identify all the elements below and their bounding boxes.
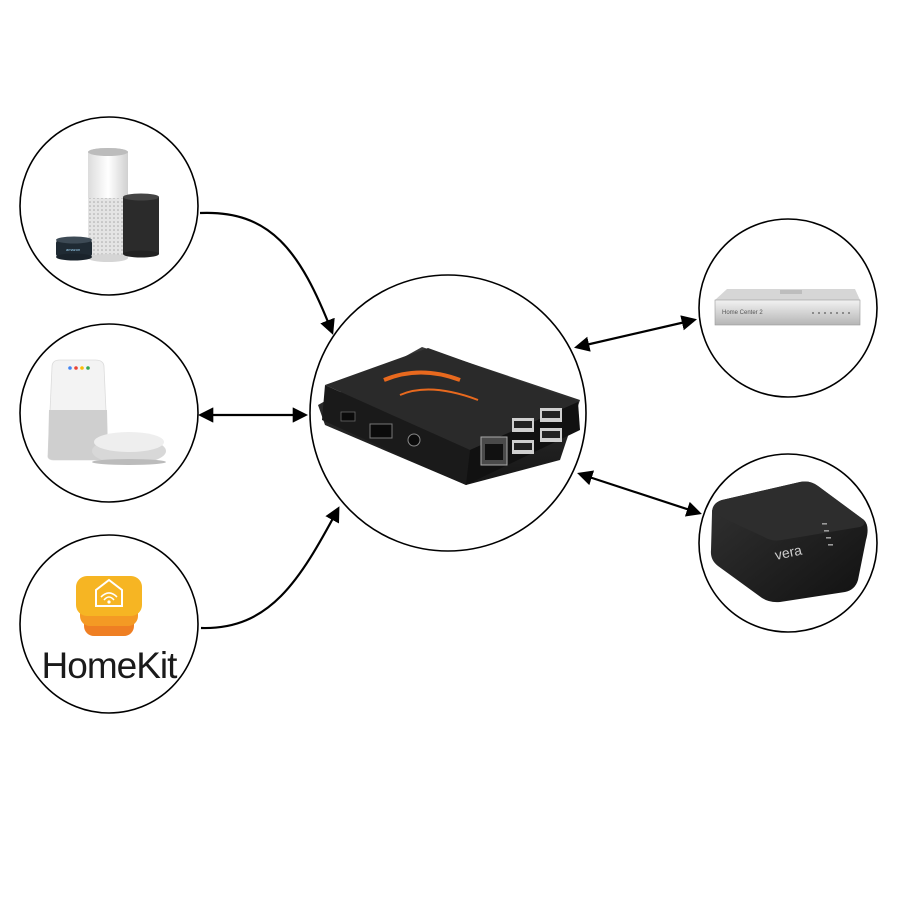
- google-home-icon: [47, 359, 166, 465]
- raspberry-pi-hub-icon: [318, 347, 580, 485]
- vera-label: vera: [773, 542, 803, 563]
- fibaro-label: Home Center 2: [722, 310, 763, 316]
- connections: [197, 211, 702, 630]
- connection-alexa-hub: [199, 211, 335, 335]
- google-node-circle: [19, 323, 199, 503]
- svg-text:amazon: amazon: [66, 247, 80, 252]
- fibaro-home-center-icon: Home Center 2: [714, 289, 861, 326]
- connection-vera-hub: [577, 470, 702, 517]
- amazon-echo-icon: amazon: [56, 148, 159, 262]
- homekit-label: HomeKit: [42, 645, 179, 686]
- vera-controller-icon: vera: [710, 481, 868, 603]
- homekit-logo-icon: [76, 576, 142, 636]
- connection-homekit-hub: [200, 506, 340, 630]
- connection-fibaro-hub: [573, 315, 698, 352]
